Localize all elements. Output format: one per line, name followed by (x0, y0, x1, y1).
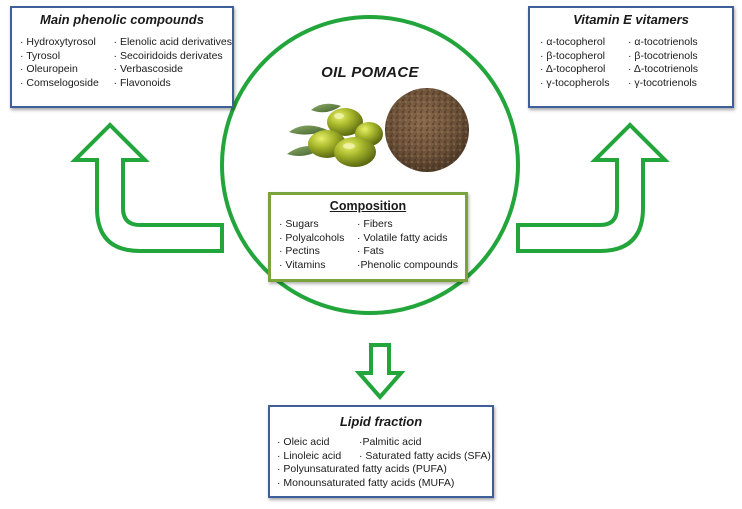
composition-right-column: · Fibers · Volatile fatty acids · Fats ·… (357, 218, 458, 272)
composition-left-column: · Sugars · Polyalcohols · Pectins · Vita… (279, 218, 357, 272)
list-item: · Tyrosol (20, 49, 61, 62)
list-item: · Elenolic acid derivatives (113, 36, 232, 48)
list-item: · Volatile fatty acids (357, 231, 448, 244)
list-item: · Δ-tocopherol (540, 63, 606, 76)
right-up-arrow (516, 122, 670, 253)
list-item: · γ-tocotrienols (628, 76, 697, 89)
list-item: · β-tocopherol (540, 49, 605, 62)
list-item: ·Phenolic compounds (357, 258, 458, 271)
list-item: · Hydroxytyrosol (20, 36, 96, 48)
list-item: · Verbascoside (113, 63, 183, 76)
list-item: · Oleic acid (277, 436, 330, 448)
list-item: · Sugars (279, 218, 319, 230)
list-item: · α-tocopherol (540, 36, 606, 48)
list-item: · Comselogoside (20, 76, 99, 89)
list-item: · Δ-tocotrienols (628, 63, 699, 76)
list-item: · Fats (357, 245, 384, 258)
vitamin-e-title: Vitamin E vitamers (573, 12, 689, 27)
list-item: · Vitamins (279, 258, 326, 271)
olives-image (287, 103, 383, 167)
lipid-fraction-box: Lipid fraction · Oleic acid ·Palmitic aci… (268, 405, 494, 498)
list-item: · Fibers (357, 218, 393, 230)
phenolic-left-column: · Hydroxytyrosol · Tyrosol · Oleuropein … (20, 36, 114, 90)
list-item: · Secoiridoids derivates (113, 49, 223, 62)
phenolic-right-column: · Elenolic acid derivatives · Secoiridoi… (114, 36, 232, 90)
list-item: · Saturated fatty acids (SFA) (359, 449, 491, 462)
list-item: · α-tocotrienols (628, 36, 698, 48)
composition-title: Composition (329, 199, 407, 213)
list-row: · Oleic acid ·Palmitic acid (277, 436, 492, 450)
list-row: · Linoleic acid · Saturated fatty acids (… (277, 450, 492, 464)
composition-box: Composition · Sugars · Polyalcohols · Pe… (268, 192, 468, 282)
down-arrow (354, 343, 406, 401)
vitamin-e-right-column: · α-tocotrienols · β-tocotrienols · Δ-to… (628, 36, 698, 90)
list-item: · γ-tocopherols (540, 76, 610, 89)
phenolic-compounds-box: Main phenolic compounds · Hydroxytyrosol… (10, 6, 234, 108)
list-item: · Oleuropein (20, 63, 78, 76)
oil-pomace-title: OIL POMACE (321, 64, 419, 81)
phenolic-title: Main phenolic compounds (40, 12, 204, 27)
lipid-title: Lipid fraction (339, 414, 423, 429)
list-item: · β-tocotrienols (628, 49, 698, 62)
list-item: · Flavonoids (113, 76, 171, 89)
vitamin-e-left-column: · α-tocopherol · β-tocopherol · Δ-tocoph… (540, 36, 628, 90)
pomace-powder-image (385, 88, 469, 172)
list-item: · Polyalcohols (279, 231, 345, 244)
list-item: ·Palmitic acid (359, 436, 422, 448)
list-item: · Monounsaturated fatty acids (MUFA) (277, 476, 455, 489)
list-item: · Polyunsaturated fatty acids (PUFA) (277, 463, 447, 476)
left-up-arrow (70, 122, 224, 253)
list-item: · Linoleic acid (277, 449, 342, 462)
list-item: · Pectins (279, 245, 320, 258)
vitamin-e-box: Vitamin E vitamers · α-tocopherol · β-to… (528, 6, 734, 108)
